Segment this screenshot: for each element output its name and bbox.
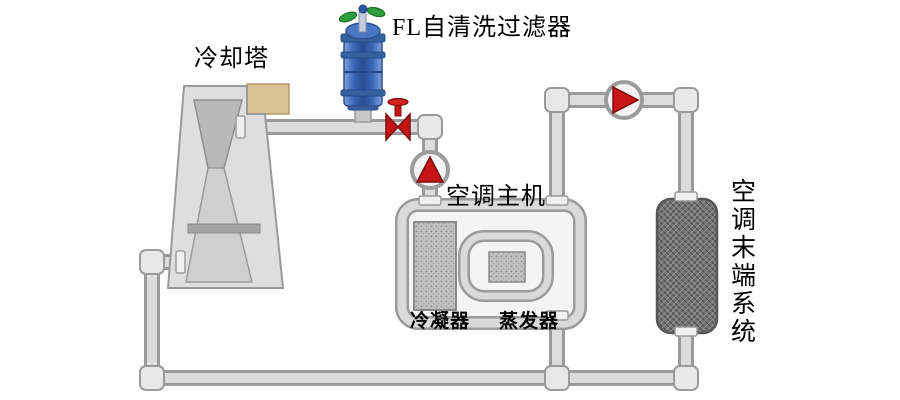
tee-fitting [544, 365, 570, 391]
cooling-tower-label: 冷却塔 [194, 46, 269, 72]
condenser-label: 冷凝器 [410, 311, 471, 332]
elbow-fitting [139, 249, 165, 275]
terminal-body [655, 197, 719, 335]
valve-handwheel [387, 97, 409, 107]
pump-left [410, 150, 450, 190]
cooling-tower [166, 83, 290, 289]
coupler [545, 310, 569, 321]
self-cleaning-filter [338, 4, 386, 123]
pump-right [604, 80, 644, 120]
filter-label: FL自清洗过滤器 [392, 15, 573, 41]
coupler [674, 326, 698, 337]
coupler [674, 191, 698, 202]
pipe-fittings [139, 87, 699, 391]
evaporator-loop-body [460, 232, 552, 300]
coupler [175, 250, 186, 274]
main-unit-shell-highlight [397, 200, 585, 328]
tower-basin-shelf [187, 223, 261, 234]
coupler [235, 115, 246, 139]
filter-top-knob [358, 4, 368, 14]
coupler [418, 195, 442, 206]
filter-green-handle-left [338, 11, 358, 23]
evaporator-core [488, 251, 526, 283]
condenser-block [413, 221, 457, 311]
tower-top-block [246, 83, 290, 115]
terminal-system-label: 空调末端系统 [727, 178, 755, 346]
valve-body-right [396, 112, 411, 142]
pump-right-arrow-right [612, 85, 640, 115]
elbow-fitting [673, 87, 699, 113]
pump-left-arrow-up [415, 155, 445, 183]
filter-ring-lower [340, 89, 386, 97]
chiller-main-unit [395, 198, 587, 330]
filter-stem [358, 11, 367, 33]
filter-green-handle-right [366, 6, 386, 18]
coupler [545, 195, 569, 206]
elbow-fitting [417, 114, 443, 140]
main-unit-label: 空调主机 [446, 184, 546, 210]
terminal-system [655, 197, 719, 335]
pipe-couplers [175, 115, 698, 337]
valve-body-left [385, 112, 400, 142]
gate-valve [385, 97, 411, 142]
filter-ring-upper [340, 51, 386, 59]
elbow-fitting [544, 87, 570, 113]
pipe-network [139, 87, 699, 391]
evaporator-label: 蒸发器 [499, 311, 560, 332]
elbow-fitting [139, 365, 165, 391]
elbow-fitting [673, 365, 699, 391]
evaporator-coil [458, 230, 554, 302]
